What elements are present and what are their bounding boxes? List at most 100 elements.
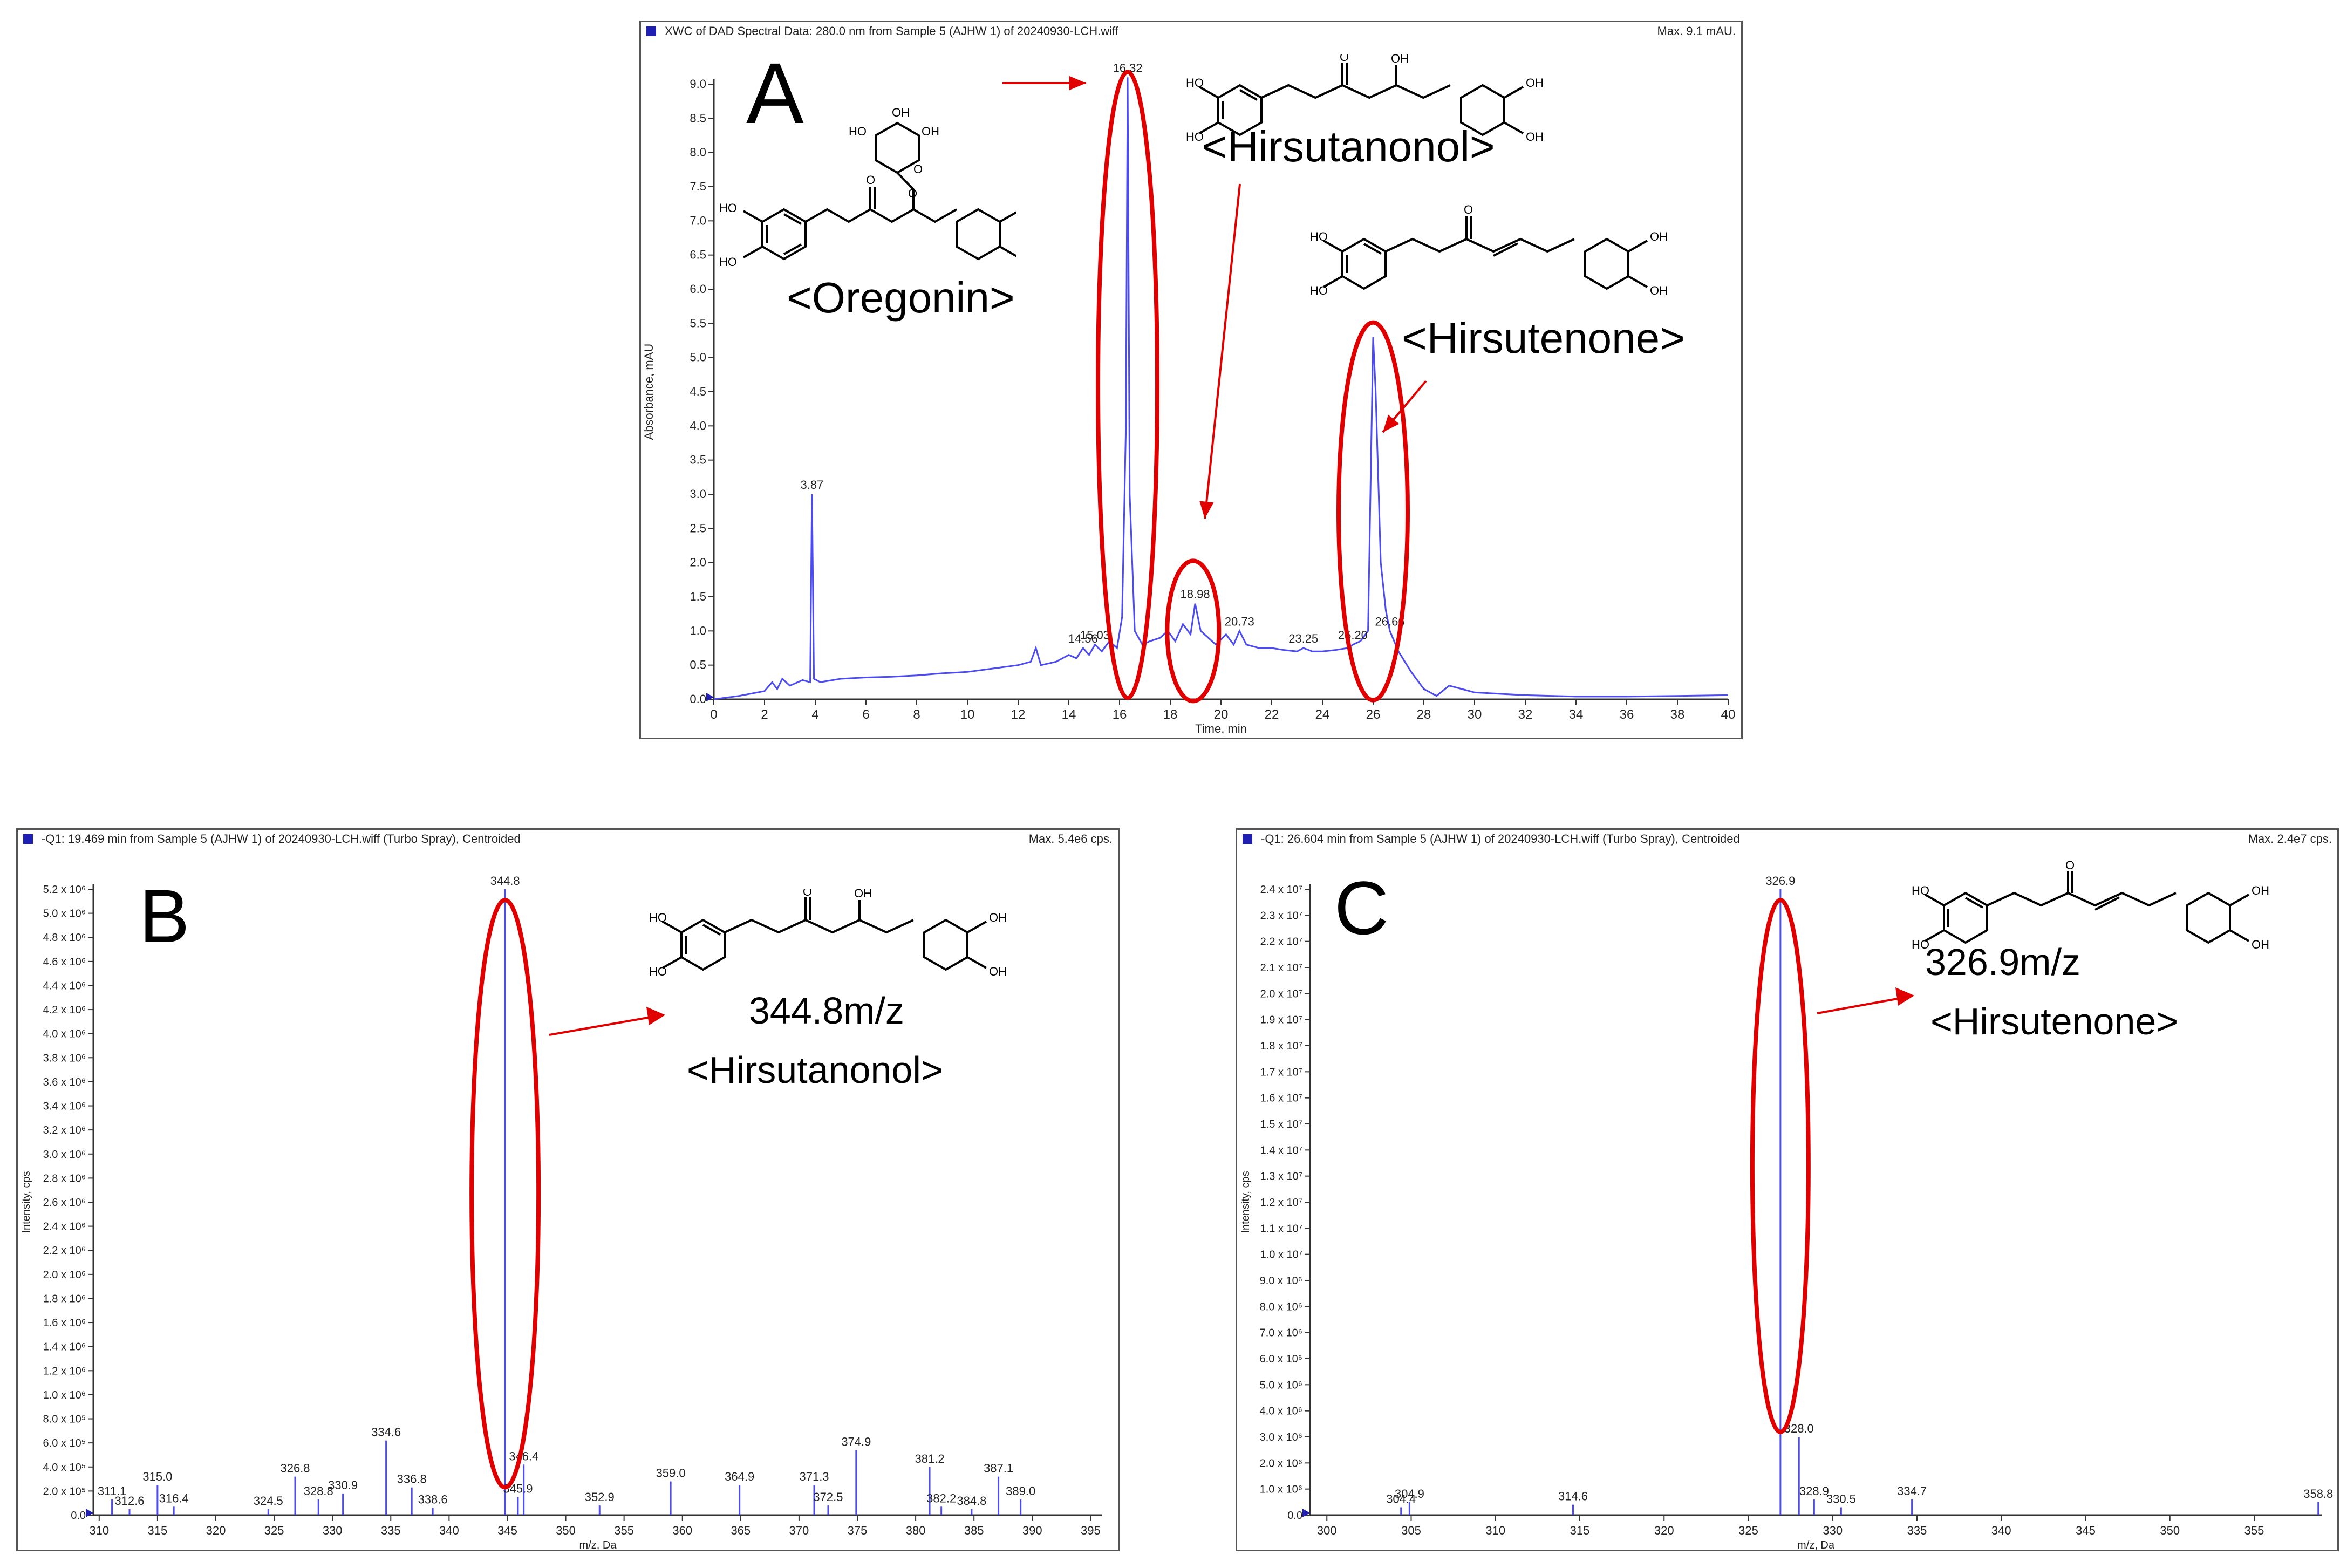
y-tick-label: 5.2 x 10⁶ (43, 884, 86, 896)
x-axis-label: m/z, Da (579, 1539, 617, 1551)
y-tick-label: 8.5 (690, 111, 706, 125)
peak-label: 3.87 (800, 478, 823, 492)
peak-label: 23.25 (1288, 632, 1318, 645)
svg-text:O: O (1464, 203, 1473, 216)
peak-label: 352.9 (585, 1490, 615, 1504)
panel-c-max: Max. 2.4e7 cps. (2248, 832, 2332, 846)
peak-label: 326.9 (1765, 874, 1795, 888)
x-tick-label: 345 (497, 1524, 517, 1537)
y-tick-label: 1.5 (690, 590, 706, 603)
panel-a-header: XWC of DAD Spectral Data: 280.0 nm from … (641, 22, 1741, 44)
panel-b-title: -Q1: 19.469 min from Sample 5 (AJHW 1) o… (42, 832, 521, 846)
x-tick-label: 24 (1315, 707, 1330, 722)
y-tick-label: 4.0 x 10⁵ (43, 1462, 86, 1474)
x-tick-label: 330 (1823, 1524, 1843, 1537)
y-tick-label: 1.2 x 10⁶ (43, 1365, 86, 1377)
svg-text:HO: HO (649, 911, 667, 924)
x-tick-label: 390 (1022, 1524, 1042, 1537)
y-tick-label: 2.0 x 10⁶ (1260, 1457, 1302, 1469)
x-tick-label: 335 (1907, 1524, 1927, 1537)
origin-marker (706, 693, 714, 701)
x-axis-label: Time, min (1195, 722, 1247, 735)
y-tick-label: 0.0 (1287, 1510, 1302, 1522)
series-square-icon (23, 834, 33, 844)
label-b-mz: 344.8m/z (749, 990, 904, 1032)
arrow-oregonin-head (1069, 76, 1086, 91)
y-tick-label: 4.6 x 10⁶ (43, 956, 86, 968)
y-tick-label: 2.3 x 10⁷ (1260, 910, 1302, 922)
y-tick-label: 8.0 x 10⁶ (1260, 1301, 1302, 1313)
peak-label: 18.98 (1181, 588, 1210, 601)
svg-text:O: O (908, 187, 917, 200)
panel-a-title: XWC of DAD Spectral Data: 280.0 nm from … (665, 24, 1118, 38)
svg-text:HO: HO (1186, 130, 1204, 144)
svg-text:OH: OH (989, 911, 1007, 924)
y-tick-label: 2.0 x 10⁶ (43, 1269, 86, 1281)
y-tick-label: 1.6 x 10⁷ (1260, 1093, 1302, 1105)
y-tick-label: 4.0 (690, 419, 706, 432)
x-axis-label: m/z, Da (1797, 1539, 1835, 1551)
svg-text:OH: OH (1391, 54, 1409, 65)
svg-text:HO: HO (1912, 938, 1929, 951)
x-tick-label: 8 (913, 707, 920, 722)
x-tick-label: 385 (964, 1524, 984, 1537)
svg-text:OH: OH (2252, 938, 2269, 951)
svg-text:O: O (866, 173, 875, 187)
svg-text:O: O (2065, 860, 2075, 872)
x-tick-label: 22 (1265, 707, 1279, 722)
peak-label: 336.8 (397, 1472, 427, 1486)
peak-label: 387.1 (984, 1462, 1013, 1475)
x-tick-label: 345 (2076, 1524, 2096, 1537)
y-tick-label: 6.5 (690, 248, 706, 262)
series-square-icon (1243, 834, 1252, 844)
panel-b: -Q1: 19.469 min from Sample 5 (AJHW 1) o… (16, 828, 1120, 1551)
x-tick-label: 350 (2160, 1524, 2180, 1537)
y-tick-label: 6.0 (690, 282, 706, 296)
peak-label: 20.73 (1225, 615, 1254, 628)
y-tick-label: 5.5 (690, 316, 706, 330)
y-tick-label: 3.2 x 10⁶ (43, 1124, 86, 1136)
svg-text:HO: HO (719, 201, 737, 215)
y-tick-label: 2.4 x 10⁶ (43, 1221, 86, 1233)
x-tick-label: 300 (1317, 1524, 1337, 1537)
y-tick-label: 3.5 (690, 453, 706, 467)
svg-text:OH: OH (892, 106, 910, 119)
y-tick-label: 2.8 x 10⁶ (43, 1172, 86, 1184)
panel-c-title: -Q1: 26.604 min from Sample 5 (AJHW 1) o… (1261, 832, 1740, 846)
y-tick-label: 7.5 (690, 180, 706, 193)
x-tick-label: 32 (1518, 707, 1533, 722)
highlight-ellipse-326-9 (1750, 898, 1811, 1434)
peak-label: 14.56 (1068, 632, 1098, 645)
panel-a: XWC of DAD Spectral Data: 280.0 nm from … (639, 21, 1743, 739)
x-tick-label: 4 (811, 707, 818, 722)
arrow-b-head (646, 1007, 665, 1025)
x-tick-label: 36 (1620, 707, 1634, 722)
x-tick-label: 14 (1062, 707, 1076, 722)
y-tick-label: 1.1 x 10⁷ (1260, 1223, 1302, 1235)
y-tick-label: 1.0 (690, 624, 706, 637)
peak-label: 304.4 (1386, 1492, 1416, 1506)
y-tick-label: 2.5 (690, 521, 706, 535)
peak-label: 15.03 (1080, 629, 1110, 642)
x-tick-label: 310 (1485, 1524, 1505, 1537)
y-tick-label: 6.0 x 10⁵ (43, 1437, 86, 1449)
panel-b-header: -Q1: 19.469 min from Sample 5 (AJHW 1) o… (18, 830, 1118, 851)
peak-label: 344.8 (490, 874, 520, 888)
y-tick-label: 2.1 x 10⁷ (1260, 962, 1302, 974)
y-axis-label: Intensity, cps (1240, 1171, 1252, 1233)
x-tick-label: 315 (1570, 1524, 1590, 1537)
y-tick-label: 1.5 x 10⁷ (1260, 1119, 1302, 1130)
svg-text:OH: OH (1650, 230, 1668, 243)
highlight-ellipse-344-8 (469, 898, 541, 1490)
arrow-hirsutanonol (1204, 183, 1241, 519)
svg-text:HO: HO (1310, 230, 1328, 243)
svg-text:O: O (803, 889, 812, 898)
svg-text:HO: HO (1310, 284, 1328, 297)
x-tick-label: 315 (148, 1524, 168, 1537)
x-tick-label: 28 (1417, 707, 1431, 722)
y-tick-label: 4.0 x 10⁶ (43, 1028, 86, 1040)
peak-label: 330.9 (328, 1478, 358, 1492)
